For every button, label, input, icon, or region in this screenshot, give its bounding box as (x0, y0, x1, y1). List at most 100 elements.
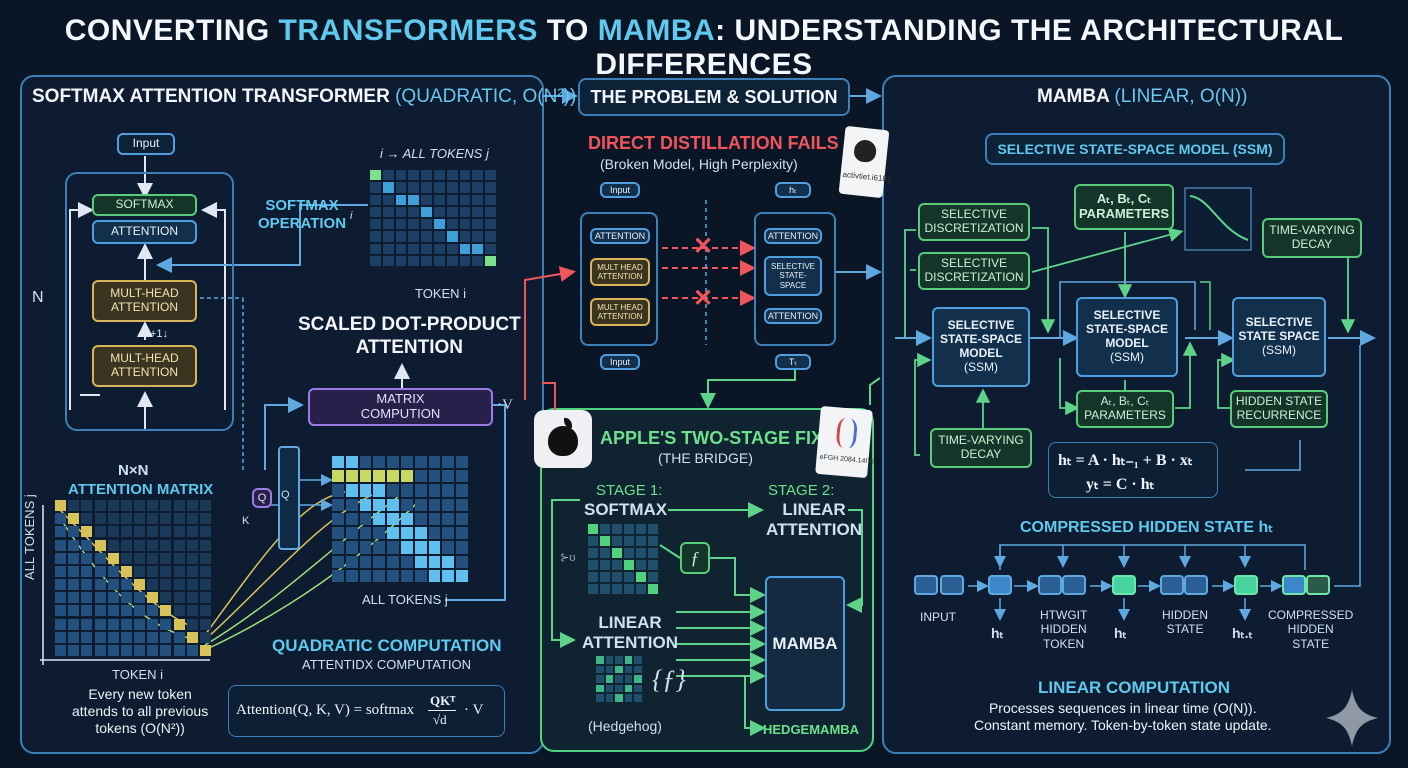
matrix-cell (624, 675, 633, 683)
matrix-cell (359, 456, 372, 469)
matrix-cell (373, 498, 386, 511)
matrix-cell (600, 524, 610, 534)
matrix-cell (147, 552, 159, 564)
matrix-cell (442, 484, 455, 497)
matrix-cell (612, 584, 622, 594)
matrix-cell (147, 579, 159, 591)
stage1-softmax-matrix (588, 524, 660, 596)
matrix-cell (434, 206, 445, 217)
matrix-cell (612, 524, 622, 534)
matrix-cell (446, 219, 458, 230)
linear-computation-title: LINEAR COMPUTATION (1038, 678, 1231, 697)
hidden-state-a (1160, 575, 1184, 595)
stage1-name: SOFTMAX (584, 500, 668, 519)
matrix-cell (134, 579, 146, 591)
matrix-cell (421, 219, 432, 230)
input-token-1 (914, 575, 938, 595)
matrix-cell (634, 694, 642, 702)
matrix-cell (186, 631, 198, 643)
q-box: Q (252, 488, 272, 508)
matrix-cell (446, 182, 458, 193)
matrix-cell (107, 579, 119, 591)
matrix-cell (624, 548, 634, 558)
matrix-cell (373, 541, 386, 554)
matrix-cell (605, 665, 614, 674)
matrix-cell (55, 500, 67, 512)
matrix-cell (199, 605, 211, 617)
matrix-cell (68, 539, 80, 551)
matrix-cell (485, 170, 496, 181)
matrix-cell (107, 565, 119, 577)
matrix-cell (173, 579, 185, 591)
matrix-cell (459, 219, 471, 230)
quadratic-computation-label: QUADRATIC COMPUTATION (272, 636, 502, 655)
matrix-cell (485, 231, 496, 242)
matrix-cell (332, 498, 344, 511)
matrix-cell (395, 231, 407, 242)
all-tokens-j-label: i → ALL TOKENS j (380, 146, 489, 161)
mini-mha-2: MULT HEAD ATTENTION (590, 298, 650, 326)
matrix-cell (408, 170, 420, 181)
matrix-cell (94, 592, 106, 604)
matrix-cell (600, 572, 610, 582)
matrix-cell (408, 255, 420, 266)
matrix-cell (68, 500, 80, 512)
matrix-cell (345, 541, 358, 554)
matrix-cell (370, 182, 381, 193)
compressed-hidden-state-title: COMPRESSED HIDDEN STATE hₜ (1020, 519, 1274, 536)
ssm-block-1: SELECTIVE STATE-SPACE MODEL(SSM) (932, 307, 1030, 387)
matrix-cell (345, 527, 358, 540)
matrix-cell (345, 569, 358, 582)
matrix-cell (107, 592, 119, 604)
matrix-cell (588, 572, 598, 582)
matrix-cell (332, 470, 344, 483)
matrix-cell (199, 592, 211, 604)
ssm-header-badge: SELECTIVE STATE-SPACE MODEL (SSM) (985, 133, 1285, 165)
matrix-cell (472, 194, 484, 205)
matrix-cell (382, 170, 394, 181)
matrix-cell (94, 552, 106, 564)
matrix-cell (648, 584, 658, 594)
seq-ht-label-3: hₜ.ₜ (1232, 625, 1253, 641)
matrix-cell (55, 539, 67, 551)
matrix-cell (55, 526, 67, 538)
matrix-cell (472, 170, 484, 181)
doc-label-2: eFGH 2084.14IYI (819, 453, 875, 466)
matrix-cell (428, 484, 441, 497)
matrix-cell (456, 555, 468, 568)
matrix-cell (596, 675, 604, 683)
matrix-cell (147, 592, 159, 604)
matrix-cell (359, 569, 372, 582)
matrix-cell (387, 484, 399, 497)
matrix-cell (624, 560, 634, 570)
apple-logo-icon (534, 410, 592, 468)
input-token-2 (940, 575, 964, 595)
matrix-cell (147, 644, 159, 656)
matrix-cell (428, 456, 441, 469)
matrix-cell (370, 194, 381, 205)
matrix-cell (446, 170, 458, 181)
matrix-cell (485, 182, 496, 193)
matrix-cell (160, 631, 172, 643)
params-top-box: Aₜ, Bₜ, Cₜ PARAMETERS (1074, 184, 1174, 230)
matrix-cell (387, 541, 399, 554)
matrix-cell (456, 512, 468, 526)
matrix-cell (373, 555, 386, 568)
left-panel-title: SOFTMAX ATTENTION TRANSFORMER (QUADRATIC… (32, 86, 577, 107)
mini-tt-bottom: Tₜ (775, 354, 811, 370)
matrix-cell (186, 552, 198, 564)
matrix-cell (615, 656, 623, 664)
matrix-cell (186, 618, 198, 630)
matrix-cell (359, 470, 372, 483)
matrix-cell (395, 182, 407, 193)
matrix-cell (120, 526, 132, 538)
matrix-cell (81, 605, 93, 617)
matrix-cell (160, 565, 172, 577)
input-box: Input (117, 133, 175, 155)
matrix-cell (382, 182, 394, 193)
matrix-cell (107, 644, 119, 656)
apple-doc-icon: activtiet.i6181 (838, 125, 892, 199)
mini-mamba (754, 212, 836, 346)
hidden-state-recurrence: HIDDEN STATE RECURRENCE (1230, 390, 1328, 428)
matrix-cell (370, 231, 381, 242)
